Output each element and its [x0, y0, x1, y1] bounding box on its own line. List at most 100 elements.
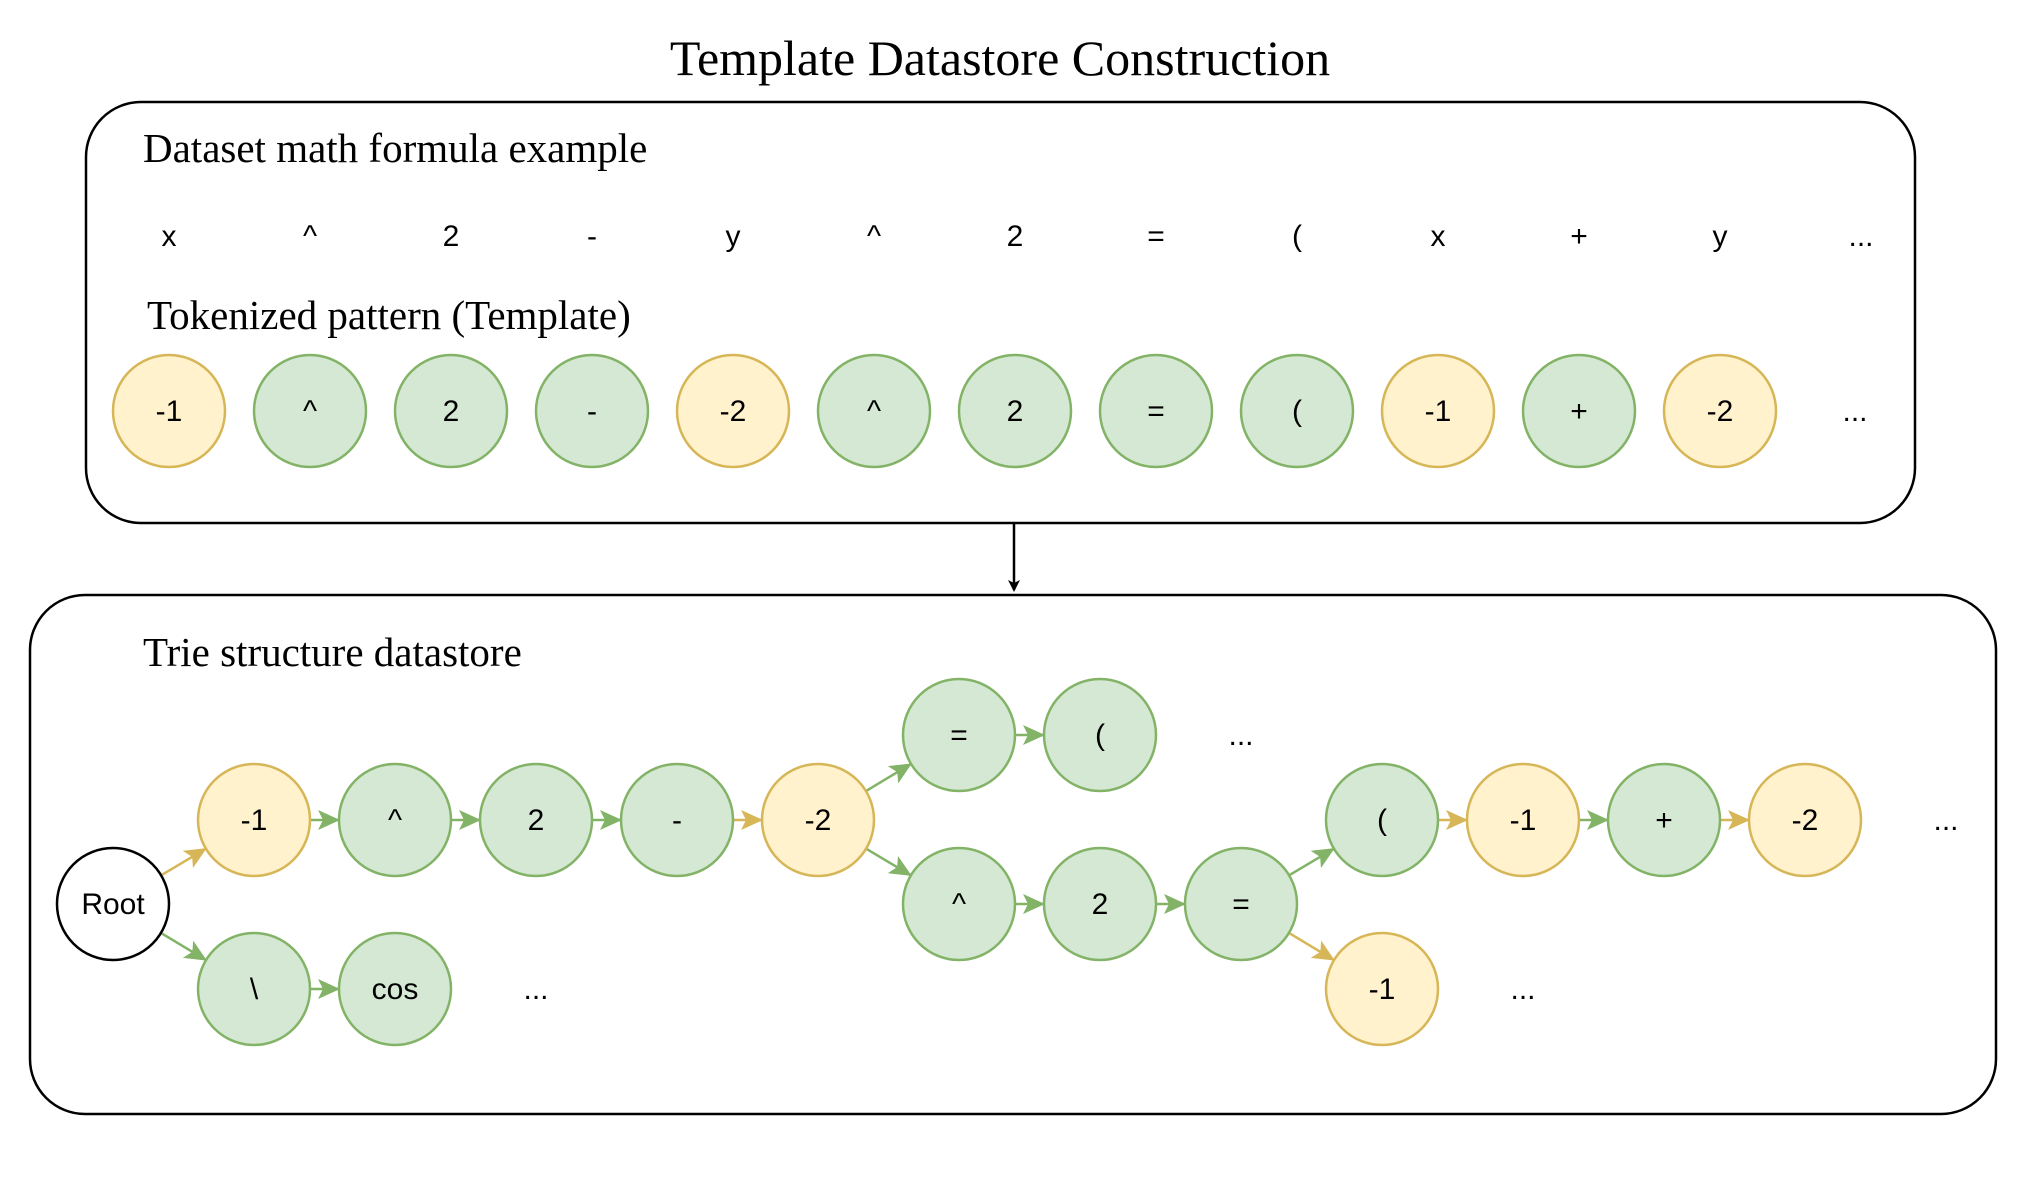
formula-token: 2: [1007, 220, 1024, 253]
trie-node: =: [901, 677, 1017, 793]
symbol-node-circle: [196, 931, 312, 1047]
variable-node-circle: [1324, 931, 1440, 1047]
trie-root-node: Root: [55, 846, 171, 962]
diagram-title: Template Datastore Construction: [670, 30, 1330, 86]
template-token-label: ^: [303, 395, 317, 428]
trie-ellipsis: ...: [1510, 973, 1535, 1006]
trie-edge-a5-b1: [865, 763, 912, 793]
trie-node: 2: [1042, 846, 1158, 962]
template-token-node: ^: [816, 353, 932, 469]
formula-token: ^: [867, 220, 881, 253]
trie-edges: [160, 725, 1750, 999]
template-ellipsis: ...: [1842, 395, 1867, 428]
symbol-token-circle: [393, 353, 509, 469]
template-token-node: -1: [111, 353, 227, 469]
variable-node-circle: [1747, 762, 1863, 878]
trie-node-label: -1: [241, 804, 268, 837]
template-token-node: -1: [1380, 353, 1496, 469]
trie-ellipsis: ...: [1228, 719, 1253, 752]
trie-node-label: +: [1655, 804, 1673, 837]
template-token-label: -2: [720, 395, 747, 428]
trie-node-label: cos: [372, 973, 419, 1006]
symbol-node-circle: [1606, 762, 1722, 878]
variable-node-circle: [760, 762, 876, 878]
trie-node-label: -: [672, 804, 682, 837]
symbol-token-circle: [252, 353, 368, 469]
trie-node-label: ^: [952, 888, 966, 921]
trie-node-label: -1: [1369, 973, 1396, 1006]
symbol-node-circle: [1042, 677, 1158, 793]
trie-node: +: [1606, 762, 1722, 878]
formula-token: x: [1431, 220, 1446, 253]
template-token-node: -2: [1662, 353, 1778, 469]
formula-token-row: x^2-y^2=(x+y...: [162, 220, 1874, 253]
template-token-node: =: [1098, 353, 1214, 469]
symbol-node-circle: [337, 931, 453, 1047]
symbol-node-circle: [619, 762, 735, 878]
trie-node-label: (: [1377, 804, 1387, 837]
trie-edge-c3-d1: [1288, 848, 1335, 877]
trie-edge-c3-e1: [1288, 931, 1335, 961]
trie-panel: [28, 593, 1998, 1116]
variable-node-circle: [1465, 762, 1581, 878]
symbol-token-circle: [534, 353, 650, 469]
trie-node: =: [1183, 846, 1299, 962]
symbol-node-circle: [901, 677, 1017, 793]
template-token-node: 2: [957, 353, 1073, 469]
template-token-label: -1: [156, 395, 183, 428]
trie-ellipses: ............: [523, 719, 1958, 1006]
formula-token: -: [587, 220, 597, 253]
trie-node: (: [1324, 762, 1440, 878]
formula-label: Dataset math formula example: [143, 125, 647, 171]
symbol-node-circle: [901, 846, 1017, 962]
template-token-label: -1: [1425, 395, 1452, 428]
trie-node: (: [1042, 677, 1158, 793]
symbol-token-circle: [816, 353, 932, 469]
formula-token: y: [1713, 220, 1728, 253]
symbol-node-circle: [1324, 762, 1440, 878]
symbol-token-circle: [1098, 353, 1214, 469]
trie-ellipsis: ...: [523, 973, 548, 1006]
formula-token: y: [726, 220, 741, 253]
template-token-label: (: [1292, 395, 1302, 428]
symbol-node-circle: [337, 762, 453, 878]
template-label: Tokenized pattern (Template): [147, 292, 631, 338]
formula-token: x: [162, 220, 177, 253]
template-token-node: +: [1521, 353, 1637, 469]
symbol-token-circle: [1521, 353, 1637, 469]
template-token-node: -2: [675, 353, 791, 469]
variable-token-circle: [1662, 353, 1778, 469]
symbol-token-circle: [957, 353, 1073, 469]
trie-nodes: Root-1^2--2=(^2=(-1+-2-1\cos: [55, 677, 1863, 1047]
trie-edge-a5-c1: [865, 847, 912, 876]
trie-node: ^: [901, 846, 1017, 962]
template-token-label: 2: [1007, 395, 1024, 428]
trie-node-label: (: [1095, 719, 1105, 752]
symbol-node-circle: [1042, 846, 1158, 962]
template-token-label: -: [587, 395, 597, 428]
trie-node: -1: [196, 762, 312, 878]
trie-node: \: [196, 931, 312, 1047]
variable-token-circle: [111, 353, 227, 469]
template-token-row: -1 ^ 2 - -2 ^ 2 = ( -1 + -2: [111, 353, 1778, 469]
formula-token: ^: [303, 220, 317, 253]
trie-node-label: =: [950, 719, 968, 752]
trie-node-label: 2: [1092, 888, 1109, 921]
trie-node: ^: [337, 762, 453, 878]
trie-node-label: 2: [528, 804, 545, 837]
formula-token: =: [1147, 220, 1165, 253]
template-token-label: +: [1570, 395, 1588, 428]
trie-ellipsis: ...: [1933, 804, 1958, 837]
trie-node: 2: [478, 762, 594, 878]
formula-token: +: [1570, 220, 1588, 253]
trie-node-label: -2: [805, 804, 832, 837]
trie-node: cos: [337, 931, 453, 1047]
template-token-node: 2: [393, 353, 509, 469]
trie-edge-root-a1: [160, 848, 207, 877]
variable-node-circle: [196, 762, 312, 878]
template-token-node: ^: [252, 353, 368, 469]
formula-token: (: [1292, 220, 1302, 253]
trie-node: -1: [1324, 931, 1440, 1047]
root-node-circle: [55, 846, 171, 962]
